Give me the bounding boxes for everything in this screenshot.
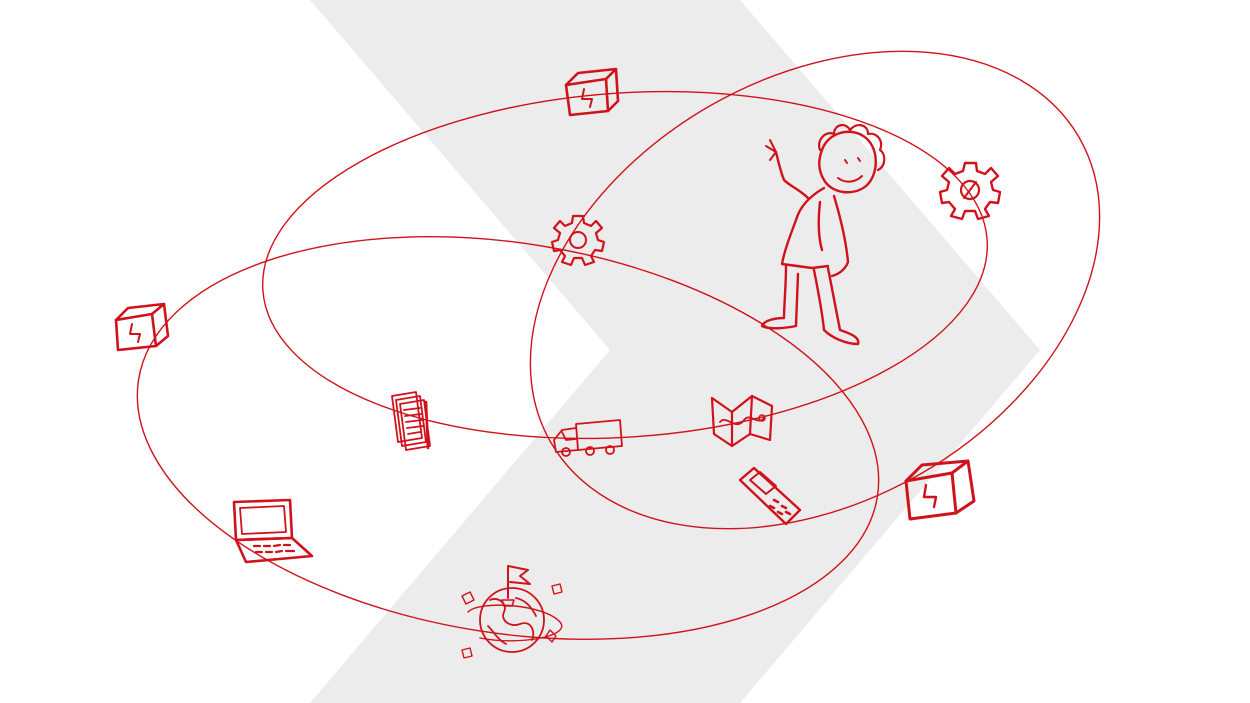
- package-box-icon: [114, 302, 170, 352]
- folded-map-icon: [710, 394, 774, 448]
- orbit-upper: [261, 90, 989, 440]
- background-chevron: [310, 0, 1040, 703]
- package-box-icon: [564, 67, 620, 117]
- documents-icon: [391, 391, 431, 451]
- package-box-icon: [904, 459, 976, 521]
- orbit-lower: [136, 236, 880, 640]
- orbit-tilted: [529, 50, 1101, 530]
- mobile-phone-icon: [738, 466, 802, 526]
- gear-icon: [938, 161, 1002, 221]
- laptop-icon: [232, 498, 314, 564]
- gear-icon: [550, 214, 606, 267]
- delivery-truck-icon: [553, 419, 623, 457]
- person-waving-icon: [760, 124, 886, 346]
- globe-with-flag-icon: [461, 565, 563, 659]
